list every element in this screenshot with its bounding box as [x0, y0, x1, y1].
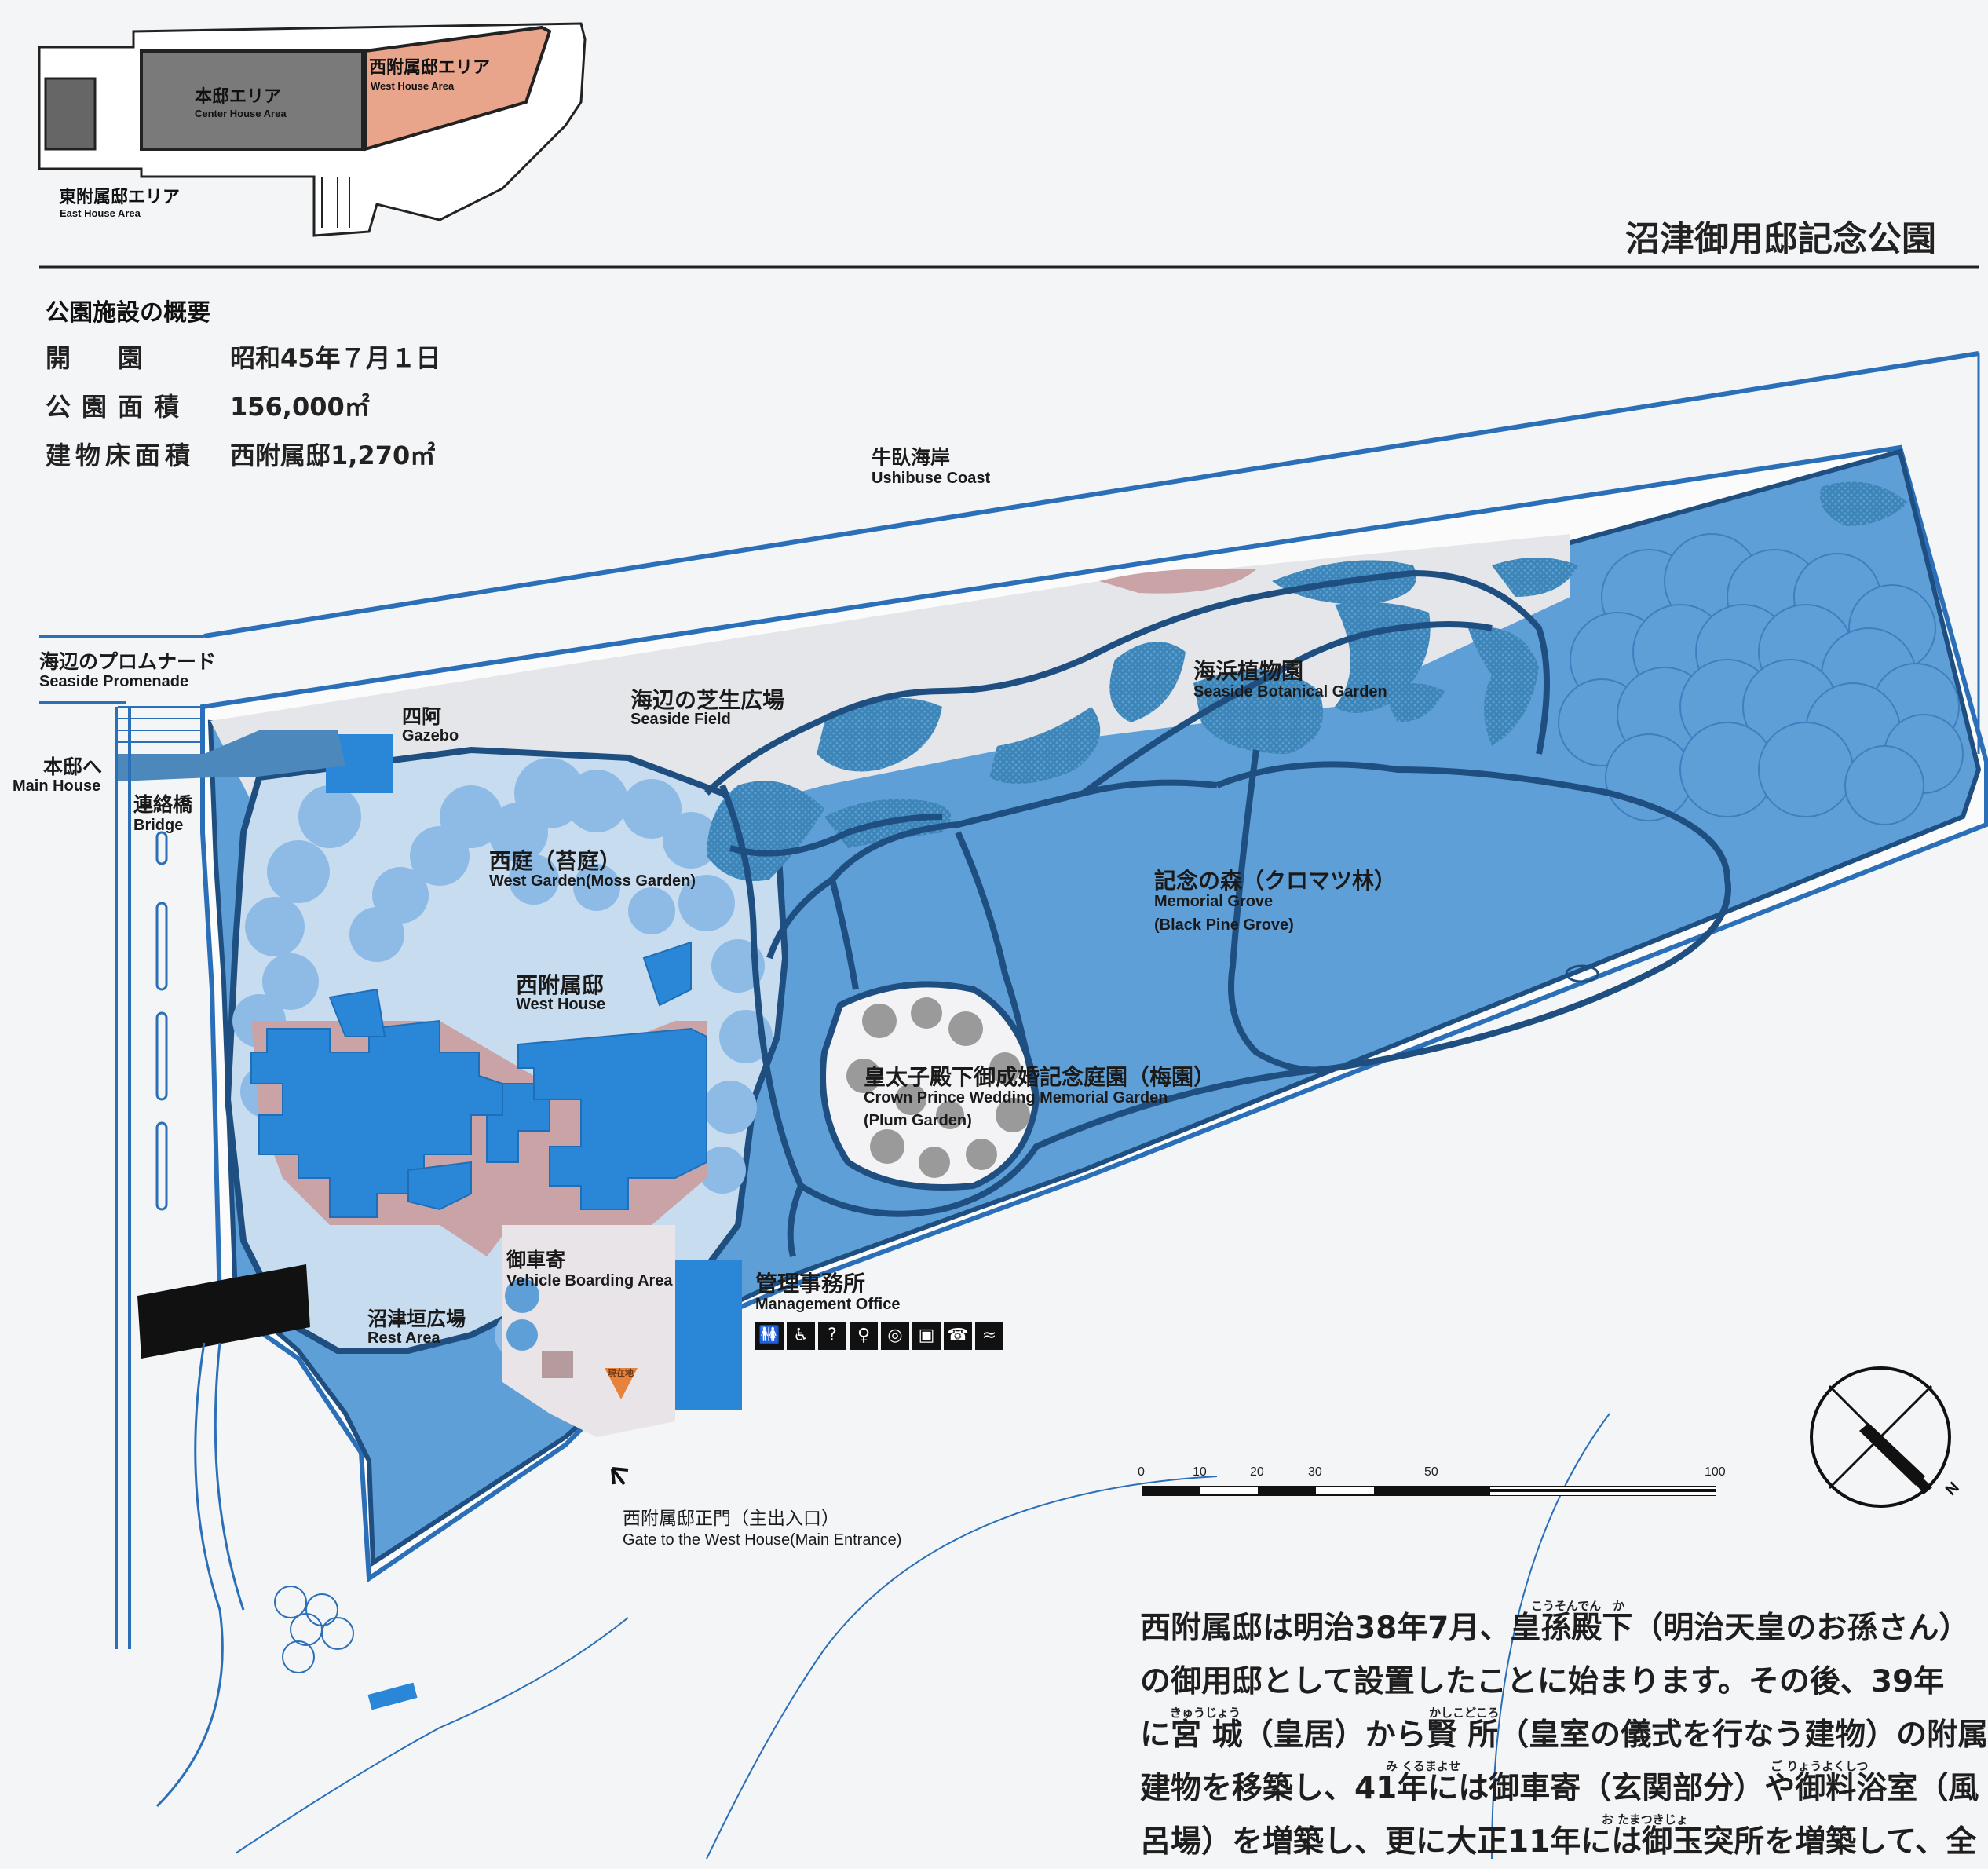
wheelchair-toilet-icon: ♿ [787, 1322, 815, 1350]
furigana: きゅうじょう [1170, 1706, 1241, 1720]
current-location-marker [605, 1368, 638, 1399]
rest-area-label-jp: 沼津垣広場 [367, 1308, 466, 1330]
bridge-structure [137, 1264, 310, 1359]
furigana: み くるまよせ [1386, 1759, 1460, 1773]
scale-tick: 20 [1250, 1465, 1264, 1479]
east-area-label-jp: 東附属邸エリア [59, 188, 181, 207]
coast-label-jp: 牛臥海岸 [872, 446, 951, 469]
gate-label-jp: 西附属邸正門（主出入口） [623, 1509, 839, 1529]
facility-icons: 🚻♿?♀◎▣☎≈ [755, 1322, 1007, 1350]
furigana: かしこどころ [1429, 1706, 1500, 1720]
smoking-area-icon: ≈ [975, 1322, 1003, 1350]
east-house-area-shape [44, 77, 97, 151]
west-area-label-jp: 西附属邸エリア [369, 58, 491, 78]
main-house-label-jp: 本邸へ [43, 755, 103, 778]
boarding-label-jp: 御車寄 [506, 1249, 566, 1271]
overview-row-area: 公園面積 156,000㎡ [46, 387, 441, 423]
family-toilet-icon: ♀ [850, 1322, 878, 1350]
scale-tick: 30 [1308, 1465, 1322, 1479]
memorial-grove-label-en: Memorial Grove [1154, 893, 1274, 910]
scale-tick: 0 [1138, 1465, 1145, 1479]
overview-value: 西附属邸1,270㎡ [230, 441, 436, 470]
west-garden-label-jp: 西庭（苔庭） [489, 848, 622, 874]
park-title: 沼津御用邸記念公園 [1625, 219, 1936, 259]
telephone-icon: ☎ [944, 1322, 972, 1350]
pine-cluster [1558, 533, 1964, 825]
baby-icon: ◎ [881, 1322, 909, 1350]
center-area-label-jp: 本邸エリア [195, 87, 282, 107]
east-area-label-en: East House Area [60, 207, 141, 219]
center-house-area-shape [140, 49, 364, 151]
path-network [704, 569, 1731, 1257]
west-garden-label-en: West Garden(Moss Garden) [489, 872, 696, 890]
scale-bar [1142, 1486, 1716, 1496]
promenade-label-en: Seaside Promenade [39, 673, 189, 690]
botanical-label-jp: 海浜植物園 [1193, 658, 1304, 684]
center-area-label-en: Center House Area [195, 108, 287, 119]
furigana: お たまつきじょ [1602, 1812, 1688, 1827]
furigana: ご りょうよくしつ [1771, 1759, 1869, 1773]
gazebo-label-jp: 四阿 [402, 705, 442, 728]
memorial-grove-label-jp: 記念の森（クロマツ林） [1154, 868, 1397, 894]
main-house-label-en: Main House [13, 777, 101, 795]
overview-value: 昭和45年７月１日 [230, 343, 441, 373]
gate-label-en: Gate to the West House(Main Entrance) [623, 1531, 902, 1549]
furigana: こうそんでん か [1531, 1599, 1625, 1613]
west-house-label-en: West House [516, 996, 606, 1013]
boarding-label-en: Vehicle Boarding Area [506, 1272, 673, 1289]
overview-value: 156,000㎡ [230, 392, 370, 422]
current-location-label: 現在地 [608, 1368, 634, 1378]
overview-section: 公園施設の概要 開 園 昭和45年７月１日 公園面積 156,000㎡ 建物床面積 西… [46, 293, 441, 472]
entrance-arrow-icon [611, 1467, 629, 1486]
seaside-field-label-en: Seaside Field [630, 711, 731, 728]
scale-tick: 100 [1705, 1465, 1726, 1479]
scale-tick: 10 [1193, 1465, 1207, 1479]
description-line: に宮 城（皇居）から賢 所（皇室の儀式を行なう建物）の附属 [1140, 1717, 1988, 1753]
gazebo-label-en: Gazebo [402, 727, 459, 744]
description-line: 呂場）を増築し、更に大正11年には御玉突所を増築して、全 [1140, 1824, 1977, 1860]
management-office-building [671, 1260, 742, 1410]
description-block: 西附属邸は明治38年7月、皇孫殿下（明治天皇のお孫さん） の御用邸として設置した… [1140, 1602, 1988, 1869]
overview-key: 公園面積 [46, 392, 191, 422]
plum-garden-label-en2: (Plum Garden) [864, 1112, 972, 1129]
description-line: の御用邸として設置したことに始まります。その後、39年 [1140, 1664, 1945, 1699]
bridge-label-en: Bridge [133, 817, 184, 834]
description-line: 建物を移築し、41年には御車寄（玄関部分）や御料浴室（風 [1140, 1771, 1979, 1806]
bridge-label-jp: 連絡橋 [133, 793, 193, 816]
plum-trees [846, 997, 1030, 1178]
overview-key: 開 園 [46, 343, 155, 373]
rest-area-label-en: Rest Area [367, 1330, 440, 1347]
west-house-label-jp: 西附属邸 [516, 972, 605, 998]
botanical-label-en: Seaside Botanical Garden [1193, 683, 1387, 700]
coin-locker-icon: ▣ [912, 1322, 941, 1350]
overview-heading: 公園施設の概要 [46, 299, 210, 327]
overview-key: 建物床面積 [46, 441, 196, 470]
key-map [38, 22, 587, 237]
west-house-buildings [250, 941, 707, 1218]
compass [1810, 1366, 1951, 1508]
memorial-grove-label-en2: (Black Pine Grove) [1154, 916, 1294, 934]
toilet-icon: 🚻 [755, 1322, 784, 1350]
promenade-label-jp: 海辺のプロムナード [39, 650, 217, 673]
west-area-label-en: West House Area [371, 80, 455, 92]
plum-garden-label-en: Crown Prince Wedding Memorial Garden [864, 1089, 1168, 1106]
overview-row-floor: 建物床面積 西附属邸1,270㎡ [46, 436, 441, 472]
seaside-field-label-jp: 海辺の芝生広場 [630, 687, 785, 713]
management-label-en: Management Office [755, 1296, 901, 1313]
management-label-jp: 管理事務所 [755, 1271, 866, 1297]
description-line: 西附属邸は明治38年7月、皇孫殿下（明治天皇のお孫さん） [1140, 1611, 1970, 1646]
west-house-area-shape [364, 25, 552, 152]
plum-garden-label-jp: 皇太子殿下御成婚記念庭園（梅園） [864, 1064, 1216, 1090]
information-icon: ? [818, 1322, 846, 1350]
overview-row-opening: 開 園 昭和45年７月１日 [46, 338, 441, 375]
coast-label-en: Ushibuse Coast [872, 470, 991, 487]
scale-tick: 50 [1424, 1465, 1438, 1479]
